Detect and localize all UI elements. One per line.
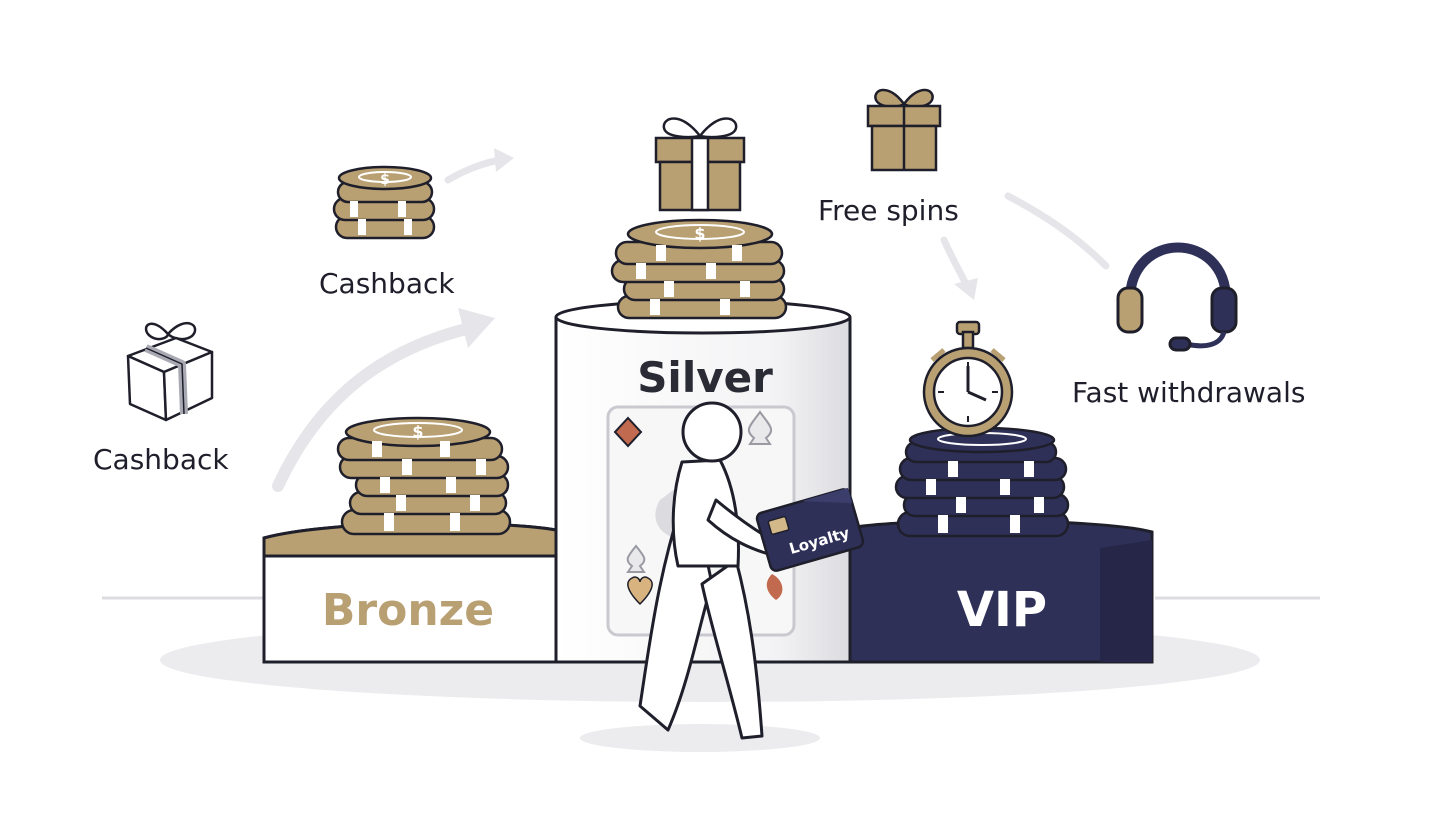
- perk-label-cashback-left: Cashback: [93, 443, 229, 476]
- bronze-tier-label: Bronze: [322, 585, 494, 636]
- vip-podium: VIP: [848, 519, 1154, 664]
- arrow-icon: [272, 308, 495, 492]
- headset-icon: [1116, 242, 1238, 352]
- gift-icon: [866, 88, 942, 172]
- silver-tier-label: Silver: [637, 353, 773, 402]
- gift-icon: [126, 321, 214, 422]
- coin-stack-icon: $: [332, 165, 436, 240]
- coin-stripes: [636, 245, 750, 315]
- person-figure: [638, 401, 782, 740]
- perk-label-fast-withdrawals: Fast withdrawals: [1072, 376, 1305, 409]
- svg-text:$: $: [380, 172, 390, 188]
- loyalty-card-icon: Loyalty: [755, 487, 865, 572]
- arrow-icon: [1004, 192, 1110, 270]
- gift-icon: [654, 117, 746, 212]
- coin-stack-icon: [894, 426, 1070, 538]
- perk-label-cashback-top: Cashback: [319, 267, 455, 300]
- arrow-icon: [940, 236, 978, 300]
- coin-stripes: [926, 461, 1044, 533]
- bronze-podium: Bronze: [262, 521, 558, 664]
- coin-stripes: [372, 441, 486, 531]
- vip-tier-label: VIP: [957, 582, 1047, 638]
- walker-shadow: [580, 724, 820, 752]
- svg-text:$: $: [694, 224, 705, 243]
- coin-stripes: [350, 201, 412, 235]
- stopwatch-icon: [922, 320, 1014, 438]
- svg-text:$: $: [412, 422, 423, 441]
- perk-label-free-spins: Free spins: [818, 194, 959, 227]
- coin-stack-icon: $: [336, 416, 512, 536]
- arrow-icon: [444, 148, 514, 184]
